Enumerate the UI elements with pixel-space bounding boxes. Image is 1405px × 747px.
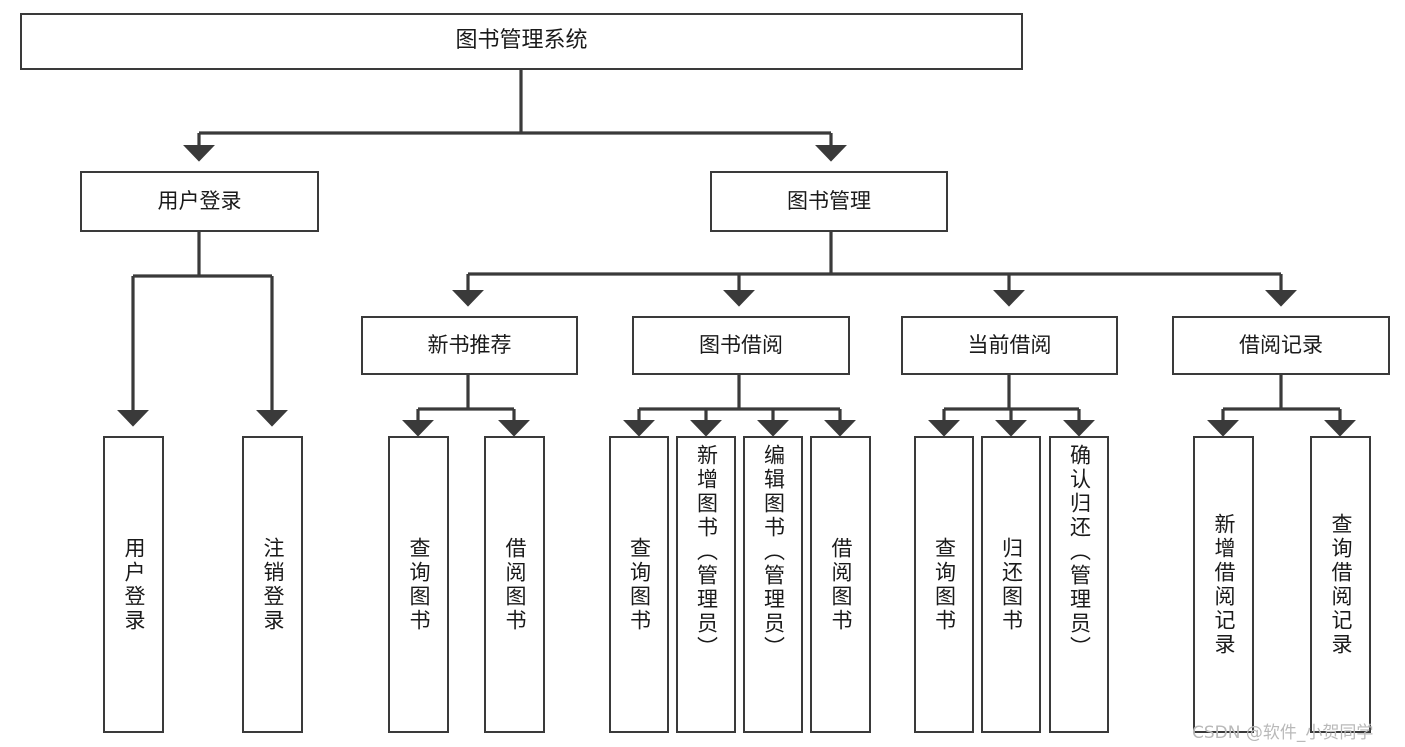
node-borrow-record[interactable]: 借阅记录 [1172,316,1390,375]
node-new-book-rec[interactable]: 新书推荐 [361,316,578,375]
node-leaf-query-record-label: 查询借阅记录 [1329,512,1353,657]
node-leaf-user-login-label: 用户登录 [122,536,146,633]
node-leaf-query-book-label: 查询图书 [627,536,652,633]
node-leaf-borrow-book[interactable]: 借阅图书 [810,436,871,733]
node-leaf-query-book-rec-label: 查询图书 [407,536,431,633]
node-leaf-add-book[interactable]: 新增图书（管理员） [676,436,736,733]
node-root[interactable]: 图书管理系统 [20,13,1023,70]
node-leaf-add-record-label: 新增借阅记录 [1212,512,1236,657]
node-leaf-user-login[interactable]: 用户登录 [103,436,164,733]
node-leaf-return-book-label: 归还图书 [999,536,1024,633]
csdn-watermark: CSDN @软件_小贺同学 [1192,723,1374,743]
node-leaf-query-book[interactable]: 查询图书 [609,436,669,733]
node-book-manage[interactable]: 图书管理 [710,171,948,232]
node-leaf-edit-book-label: 编辑图书（管理员） [761,444,786,660]
node-leaf-return-book[interactable]: 归还图书 [981,436,1041,733]
node-leaf-borrow-book-rec[interactable]: 借阅图书 [484,436,545,733]
node-leaf-query-record[interactable]: 查询借阅记录 [1310,436,1371,733]
node-current-borrow-label: 当前借阅 [967,332,1052,357]
node-user-login[interactable]: 用户登录 [80,171,319,232]
node-leaf-confirm-return[interactable]: 确认归还（管理员） [1049,436,1109,733]
node-leaf-add-book-label: 新增图书（管理员） [694,444,719,660]
node-leaf-user-logout[interactable]: 注销登录 [242,436,303,733]
node-leaf-query-book-rec[interactable]: 查询图书 [388,436,449,733]
node-leaf-add-record[interactable]: 新增借阅记录 [1193,436,1254,733]
node-leaf-borrow-book-rec-label: 借阅图书 [503,536,527,633]
node-book-borrow[interactable]: 图书借阅 [632,316,850,375]
node-root-label: 图书管理系统 [455,28,588,54]
node-leaf-query-book-cur[interactable]: 查询图书 [914,436,974,733]
node-current-borrow[interactable]: 当前借阅 [901,316,1118,375]
node-book-borrow-label: 图书借阅 [699,332,783,357]
node-leaf-user-logout-label: 注销登录 [261,536,285,633]
node-leaf-borrow-book-label: 借阅图书 [829,536,853,633]
node-leaf-edit-book[interactable]: 编辑图书（管理员） [743,436,803,733]
node-new-book-rec-label: 新书推荐 [427,332,512,357]
node-borrow-record-label: 借阅记录 [1239,332,1323,357]
node-book-manage-label: 图书管理 [787,188,871,213]
node-leaf-query-book-cur-label: 查询图书 [932,536,957,633]
node-leaf-confirm-return-label: 确认归还（管理员） [1067,444,1092,660]
node-user-login-label: 用户登录 [157,188,242,213]
